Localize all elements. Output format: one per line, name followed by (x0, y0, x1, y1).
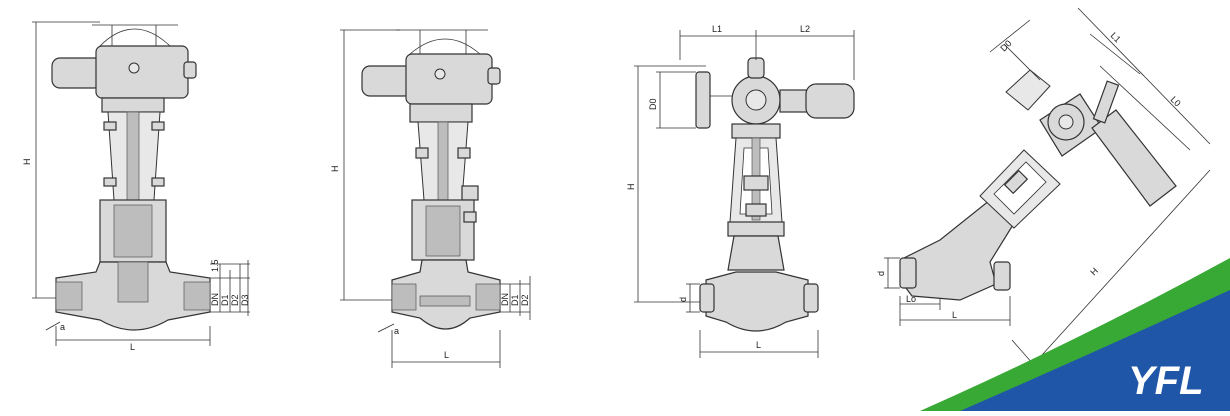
label-D3: D3 (240, 294, 250, 306)
label-a: a (60, 322, 65, 332)
globe-valve-side-drawing: L1 L2 D0 H d L (626, 24, 855, 358)
label-D0: D0 (648, 98, 658, 110)
label-L: L (130, 342, 135, 352)
label-H: H (626, 184, 636, 191)
label-D1: D1 (510, 294, 520, 306)
brand-blue-swoosh (960, 290, 1230, 411)
valve-body (55, 261, 211, 331)
dimensions (884, 7, 1211, 373)
label-Lo: Lo (906, 294, 916, 304)
label-L0: L0 (1169, 94, 1183, 108)
label-DN: DN (500, 293, 510, 306)
dimensions (340, 29, 531, 368)
label-D1: D1 (220, 294, 230, 306)
gate-valve-drawing: H L 1.5 DN D1 D2 D3 a (22, 21, 250, 352)
valve-body (699, 271, 819, 332)
label-L: L (756, 340, 761, 350)
dimensions (32, 21, 250, 346)
y-globe-valve-drawing: D0 L1 L0 H d Lo L (876, 7, 1211, 373)
label-D2: D2 (230, 294, 240, 306)
yfl-logo: YFL (1128, 359, 1204, 403)
yoke (411, 121, 479, 273)
label-L2: L2 (800, 24, 810, 34)
actuator (695, 57, 855, 139)
label-DN: DN (210, 293, 220, 306)
yoke (979, 149, 1061, 229)
brand-corner: YFL (920, 258, 1230, 411)
label-L1: L1 (712, 24, 722, 34)
yoke (99, 111, 167, 263)
label-H: H (330, 166, 340, 173)
label-H: H (1088, 266, 1100, 278)
label-L: L (444, 350, 449, 360)
label-L: L (952, 310, 957, 320)
label-d: d (876, 271, 886, 276)
actuator (361, 29, 501, 123)
label-H: H (22, 159, 32, 166)
actuator (51, 24, 197, 113)
label-d: d (678, 297, 688, 302)
label-L1: L1 (1109, 30, 1123, 44)
dimensions (634, 30, 855, 358)
actuator (1005, 69, 1177, 207)
label-a: a (394, 326, 399, 336)
valve-body (899, 199, 1017, 301)
globe-valve-drawing: H L DN D1 D2 a (330, 29, 531, 368)
yoke (727, 137, 785, 271)
label-t: 1.5 (210, 259, 220, 272)
label-D2: D2 (520, 294, 530, 306)
valve-body (391, 259, 501, 330)
